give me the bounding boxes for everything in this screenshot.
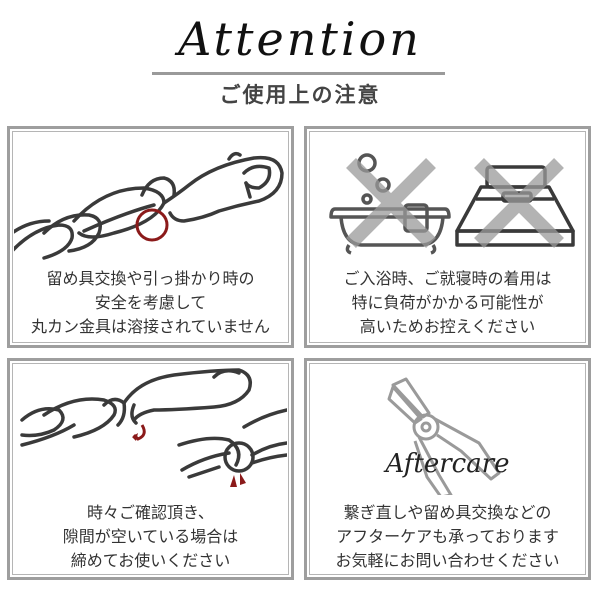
notice-line: 安全を考慮して: [94, 293, 207, 312]
page-subtitle: ご使用上の注意: [219, 82, 381, 107]
notice-line: 高いためお控えください: [359, 317, 536, 336]
notice-text: ご入浴時、ご就寝時の着用は 特に負荷がかかる可能性が 高いためお控えください: [307, 267, 588, 339]
notice-text: 繋ぎ直しや留め具交換などの アフターケアも承っております お気軽にお問い合わせく…: [307, 501, 588, 573]
notice-panel-aftercare: Aftercare 繋ぎ直しや留め具交換などの アフターケアも承っております お…: [304, 358, 591, 580]
notice-line: 丸カン金具は溶接されていません: [30, 317, 271, 336]
notice-text: 時々ご確認頂き、 隙間が空いている場合は 締めてお使いください: [10, 501, 291, 573]
notice-panel-bath-sleep: ご入浴時、ご就寝時の着用は 特に負荷がかかる可能性が 高いためお控えください: [304, 126, 591, 348]
page-title: Attention: [178, 12, 422, 66]
notice-line: 締めてお使いください: [70, 551, 231, 570]
notice-line: お気軽にお問い合わせください: [335, 551, 560, 570]
aftercare-heading: Aftercare: [385, 449, 510, 479]
notice-panel-welding: 留め具交換や引っ掛かり時の 安全を考慮して 丸カン金具は溶接されていません: [7, 126, 294, 348]
notice-line: 留め具交換や引っ掛かり時の: [46, 269, 255, 288]
notice-text: 留め具交換や引っ掛かり時の 安全を考慮して 丸カン金具は溶接されていません: [10, 267, 291, 339]
notice-line: アフターケアも承っております: [336, 527, 559, 546]
notice-line: 繋ぎ直しや留め具交換などの: [343, 503, 552, 522]
no-bath-no-bed-icon: [329, 153, 575, 255]
notice-panel-check-gap: 時々ご確認頂き、 隙間が空いている場合は 締めてお使いください: [7, 358, 294, 580]
prohibited-cross-icon: [346, 158, 564, 248]
notice-line: 特に負荷がかかる可能性が: [351, 293, 544, 312]
notice-line: 時々ご確認頂き、: [87, 503, 214, 522]
chain-clasp-jump-ring-icon: [14, 151, 284, 260]
pliers-icon: [387, 377, 501, 495]
title-divider: [152, 72, 445, 75]
notice-line: 隙間が空いている場合は: [62, 527, 239, 546]
notice-line: ご入浴時、ご就寝時の着用は: [343, 269, 552, 288]
bathtub-icon: [329, 153, 451, 255]
chain-gap-check-icon: [20, 368, 287, 487]
